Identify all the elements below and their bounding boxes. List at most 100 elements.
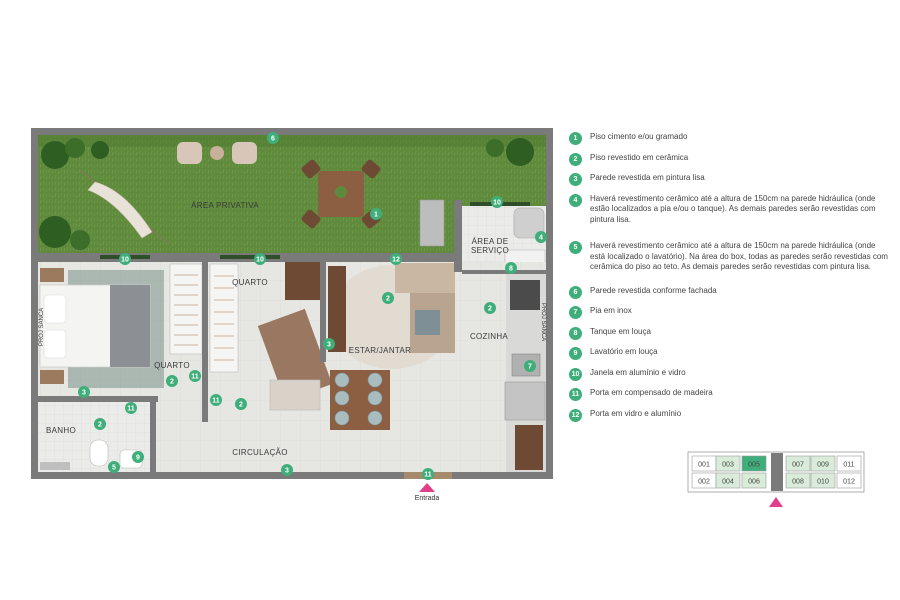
finish-marker-number: 11	[424, 472, 432, 479]
finish-marker: 2	[166, 375, 178, 387]
key-plan-unit	[785, 472, 811, 489]
outdoor-chairs	[177, 142, 257, 164]
legend-item: 2 Piso revestido em cerâmica	[569, 152, 889, 166]
key-plan-unit	[836, 455, 862, 472]
tv-console	[328, 266, 346, 352]
legend-text: Pia em inox	[590, 306, 632, 315]
key-plan-unit-label: 012	[843, 479, 855, 486]
finish-marker: 3	[78, 386, 90, 398]
finish-marker: 11	[210, 394, 222, 406]
key-plan-unit-label: 005	[748, 462, 760, 469]
legend-number: 8	[569, 326, 582, 340]
finish-marker-number: 7	[528, 364, 532, 371]
finish-marker-number: 12	[392, 257, 400, 264]
nightstand-top	[40, 268, 64, 282]
finish-marker: 12	[390, 253, 402, 265]
finish-marker: 8	[505, 262, 517, 274]
finish-marker-number: 3	[327, 342, 331, 349]
finish-marker-number: 2	[239, 402, 243, 409]
legend-number: 10	[569, 367, 582, 381]
legend-number: 1	[569, 132, 582, 145]
finish-marker-number: 2	[488, 306, 492, 313]
legend-item: 4 Haverá revestimento cerâmico até a altu…	[569, 193, 889, 226]
finish-marker: 4	[535, 231, 547, 243]
label-area-servico-1: ÁREA DE	[472, 237, 509, 246]
grill	[419, 199, 445, 247]
finish-marker-number: 10	[121, 257, 129, 264]
label-estar-jantar: ESTAR/JANTAR	[349, 346, 411, 355]
finish-marker: 2	[484, 302, 496, 314]
label-area-privativa: ÁREA PRIVATIVA	[191, 201, 259, 210]
legend-text: Piso revestido em cerâmica	[590, 152, 689, 162]
cooktop	[510, 280, 540, 310]
shower-drain	[40, 462, 70, 470]
key-plan-unit-label: 008	[792, 479, 804, 486]
outdoor-table	[301, 159, 381, 229]
bed-blanket	[110, 285, 150, 367]
key-plan-unit	[785, 455, 811, 472]
label-proj-sanca-right: PROJ SANCA	[540, 303, 546, 341]
finish-marker: 3	[323, 338, 335, 350]
key-plan-unit-label: 002	[698, 479, 710, 486]
entrance-label: Entrada	[415, 495, 440, 502]
legend-number: 5	[569, 241, 582, 254]
legend-number: 2	[569, 152, 582, 166]
key-plan-unit-label: 007	[792, 462, 804, 469]
finish-marker: 2	[235, 398, 247, 410]
legend-number: 9	[569, 347, 582, 360]
finish-marker-number: 9	[136, 455, 140, 462]
key-plan-unit-label: 009	[817, 462, 829, 469]
finish-marker-number: 5	[112, 465, 116, 472]
finish-marker-number: 11	[191, 374, 199, 381]
finish-marker-number: 10	[493, 200, 501, 207]
finish-marker-number: 2	[170, 379, 174, 386]
key-plan-unit	[715, 472, 741, 489]
legend-item: 5 Haverá revestimento cerâmico até a altu…	[569, 241, 889, 273]
fridge	[504, 381, 546, 421]
entrance-arrow-icon	[419, 483, 435, 492]
legend-number: 3	[569, 173, 582, 186]
legend-text: Haverá revestimento cerâmico até a altur…	[590, 241, 888, 271]
sofa-back	[395, 263, 455, 293]
nightstand-bottom	[40, 370, 64, 384]
finish-marker-number: 11	[212, 398, 220, 405]
finish-marker: 10	[491, 196, 503, 208]
finish-marker-number: 11	[127, 406, 135, 413]
legend-text: Lavatório em louça	[590, 347, 658, 356]
legend-text: Parede revestida em pintura lisa	[590, 173, 705, 182]
legend-item: 3 Parede revestida em pintura lisa	[569, 173, 889, 186]
label-area-servico-2: SERVIÇO	[471, 246, 509, 255]
key-plan-unit	[741, 455, 767, 472]
legend-number: 7	[569, 306, 582, 319]
legend-item: 7 Pia em inox	[569, 306, 889, 319]
label-proj-sanca-left: PROJ SANCA	[39, 308, 45, 346]
key-plan-unit	[836, 472, 862, 489]
finish-marker-number: 2	[386, 296, 390, 303]
finish-marker: 5	[108, 461, 120, 473]
dining-chairs	[334, 372, 383, 426]
finish-marker: 1	[370, 208, 382, 220]
desk	[285, 262, 325, 300]
plants	[39, 138, 534, 250]
key-plan-unit-label: 006	[748, 479, 760, 486]
key-plan-entrance-icon	[769, 497, 783, 507]
sofa-bed	[269, 379, 321, 411]
key-plan-unit-label: 003	[722, 462, 734, 469]
hammock	[79, 169, 171, 246]
finish-marker-number: 1	[374, 212, 378, 219]
legend-text: Haverá revestimento cerâmico até a altur…	[590, 193, 876, 224]
key-plan-unit-label: 004	[722, 479, 734, 486]
legend-number: 11	[569, 388, 582, 401]
key-plan-unit-label: 001	[698, 462, 710, 469]
finish-marker-number: 8	[509, 266, 513, 273]
legend-item: 9 Lavatório em louça	[569, 347, 889, 360]
kitchen-cabinet	[515, 425, 543, 470]
key-plan-unit	[810, 455, 836, 472]
legend-number: 4	[569, 193, 582, 207]
